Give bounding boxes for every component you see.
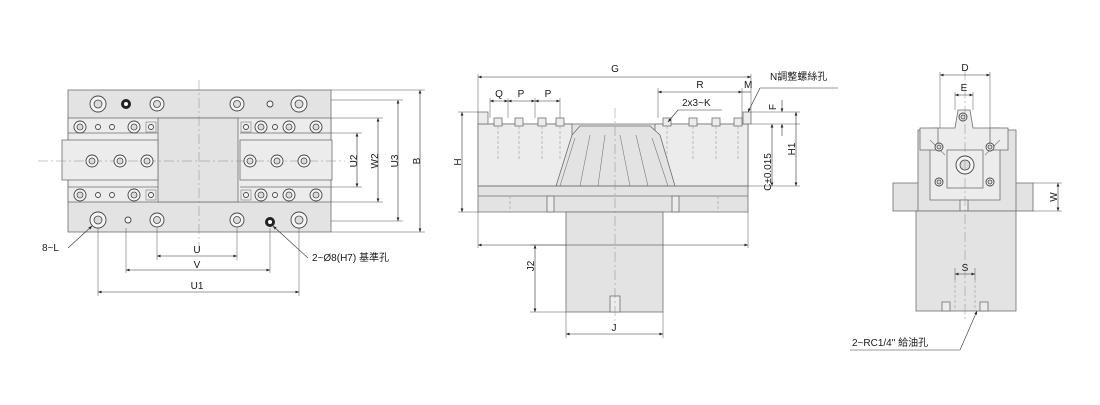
front-cylinder xyxy=(565,211,664,313)
dim-B: B xyxy=(412,157,423,164)
dim-W2: W2 xyxy=(370,153,381,168)
dim-P2: P xyxy=(545,89,552,100)
dim-U: U xyxy=(193,245,200,256)
label-oil-port: 2~RC1/4" 給油孔 xyxy=(852,336,928,349)
side-view: D E W S 2~RC1/4" 給油孔 xyxy=(850,63,1062,351)
dim-M: M xyxy=(744,80,752,91)
label-K: 2x3~K xyxy=(682,98,711,109)
top-view-holes xyxy=(73,95,323,229)
top-view: U2 W2 U3 B U V U1 8~L 2~Ø8(H7) 基準孔 xyxy=(38,80,425,296)
dim-U2: U2 xyxy=(349,154,360,167)
dim-D: D xyxy=(961,63,968,74)
dim-H: H xyxy=(453,158,464,165)
dim-G: G xyxy=(611,64,619,75)
label-adjust-screw: N調整螺絲孔 xyxy=(770,70,827,83)
dim-C: C±0.015 xyxy=(763,153,774,191)
dim-S: S xyxy=(962,263,969,274)
dim-J: J xyxy=(612,323,617,334)
dim-F: F xyxy=(768,104,779,110)
dim-J2: J2 xyxy=(526,260,537,271)
label-reference-hole: 2~Ø8(H7) 基準孔 xyxy=(312,251,389,264)
side-cylinder xyxy=(915,210,1017,312)
dim-R: R xyxy=(696,80,703,91)
dim-V: V xyxy=(194,260,201,271)
dim-W: W xyxy=(1049,192,1060,202)
dim-U1: U1 xyxy=(191,281,204,292)
front-view: H G Q P P R M N調整螺絲孔 2x3~K xyxy=(453,64,838,338)
dim-Q: Q xyxy=(495,89,503,100)
dim-E: E xyxy=(961,83,968,94)
dim-H1: H1 xyxy=(787,142,798,155)
label-8-L: 8~L xyxy=(42,243,59,254)
dim-U3: U3 xyxy=(390,154,401,167)
dim-P1: P xyxy=(518,89,525,100)
